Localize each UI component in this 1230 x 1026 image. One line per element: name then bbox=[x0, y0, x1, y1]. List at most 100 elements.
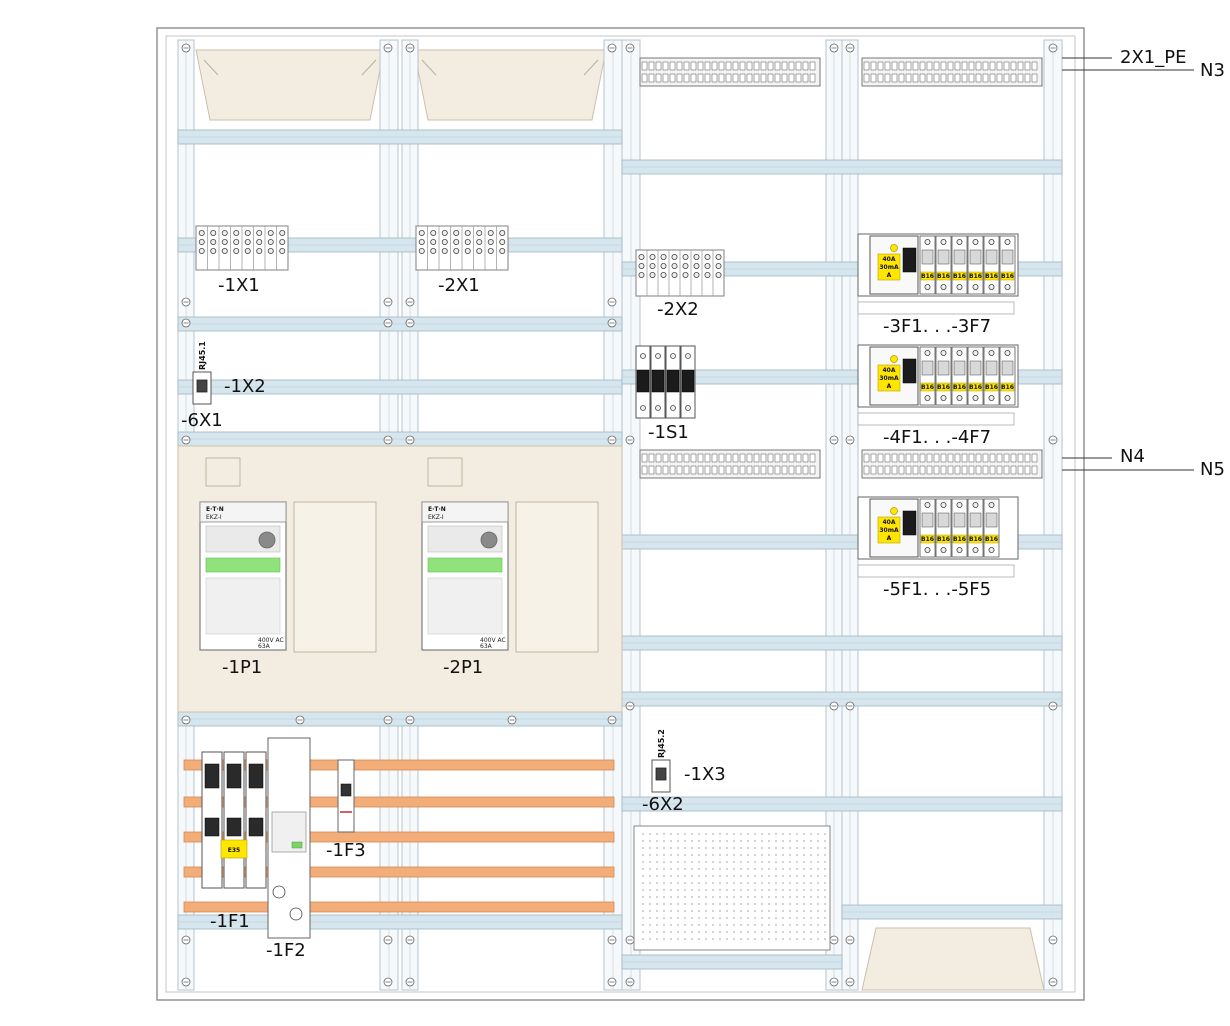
terminal-2x2-screw-a-6 bbox=[704, 253, 711, 260]
strip-mid-right-clamp-bot-24 bbox=[1031, 465, 1038, 475]
strip-mid-left-clamp-bot-16 bbox=[753, 465, 760, 475]
terminal-2x2 bbox=[635, 249, 725, 297]
strip-top-left-clamp-bot-6 bbox=[683, 73, 690, 83]
busbar-0 bbox=[183, 759, 615, 771]
screw-13 bbox=[383, 318, 393, 328]
screw-9 bbox=[383, 297, 393, 307]
rcd-row-4f-mcb-3-screw-top bbox=[972, 349, 979, 356]
terminal-2x1-screw-c-5 bbox=[476, 247, 483, 254]
strip-mid-right-clamp-bot-4 bbox=[891, 465, 898, 475]
rcd-row-5f-mcb-2-screw-top bbox=[956, 501, 963, 508]
strip-mid-left-clamp-top-7 bbox=[690, 453, 697, 463]
screw-38 bbox=[625, 935, 635, 945]
strip-top-left-clamp-top-19 bbox=[774, 61, 781, 71]
strip-top-right-clamp-bot-22 bbox=[1017, 73, 1024, 83]
strip-mid-left-clamp-bot-1 bbox=[648, 465, 655, 475]
screw-47 bbox=[829, 977, 839, 987]
strip-mid-right-clamp-top-22 bbox=[1017, 453, 1024, 463]
strip-mid-right-clamp-top-17 bbox=[982, 453, 989, 463]
rcd-row-3f-mcb-0-badge bbox=[920, 271, 935, 281]
strip-mid-left-clamp-top-2 bbox=[655, 453, 662, 463]
rcd-row-5f-mcb-4-screw-bot bbox=[988, 547, 995, 554]
terminal-1x1-screw-a-4 bbox=[244, 229, 251, 236]
strip-mid-right-clamp-top-10 bbox=[933, 453, 940, 463]
rcd-row-5f-mcb-4-rating: B16 bbox=[985, 536, 998, 543]
rcd-row-3f-mcb-2-badge bbox=[952, 271, 967, 281]
strip-mid-right-clamp-bot-8 bbox=[919, 465, 926, 475]
cover-top-1-corner-r bbox=[361, 59, 377, 76]
strip-top-left-clamp-top-2 bbox=[655, 61, 662, 71]
screw-23 bbox=[1048, 435, 1058, 445]
strip-top-right-clamp-bot-6 bbox=[905, 73, 912, 83]
strip-mid-right-clamp-top-18 bbox=[989, 453, 996, 463]
screw-43 bbox=[383, 977, 393, 987]
strip-top-right-clamp-top-1 bbox=[870, 61, 877, 71]
terminal-1x1-screw-c-6 bbox=[267, 247, 274, 254]
rcd-row-3f-rcd-sens: 30mA bbox=[879, 264, 899, 271]
rcd-row-5f-mcb-2-handle bbox=[953, 512, 966, 528]
meter-2p1-header bbox=[421, 501, 509, 523]
busbar-3 bbox=[183, 866, 615, 878]
strip-top-right-clamp-bot-14 bbox=[961, 73, 968, 83]
meter-1p1-brand: E·T·N bbox=[206, 506, 224, 513]
strip-top-right-clamp-bot-16 bbox=[975, 73, 982, 83]
strip-top-right-clamp-bot-2 bbox=[877, 73, 884, 83]
strip-top-left-clamp-bot-4 bbox=[669, 73, 676, 83]
strip-top-right-clamp-top-7 bbox=[912, 61, 919, 71]
rcd-row-4f-mcb-5-screw-top bbox=[1004, 349, 1011, 356]
strip-mid-left-clamp-bot-22 bbox=[795, 465, 802, 475]
terminal-2x1-screw-a-7 bbox=[499, 229, 506, 236]
fuse-pole-2-mid bbox=[248, 817, 264, 837]
switch-pole-3-screw-top bbox=[685, 353, 691, 359]
strip-mid-left-clamp-top-5 bbox=[676, 453, 683, 463]
fuse-pole-1-mid bbox=[226, 817, 242, 837]
strip-mid-left-clamp-bot-14 bbox=[739, 465, 746, 475]
rcd-row-4f-mcb-4-badge bbox=[984, 382, 999, 392]
strip-top-right-clamp-bot-1 bbox=[870, 73, 877, 83]
terminal-2x2-screw-a-4 bbox=[682, 253, 689, 260]
meter-2p1-blank-panel bbox=[515, 501, 599, 653]
strip-top-right-clamp-top-4 bbox=[891, 61, 898, 71]
strip-top-right-clamp-bot-23 bbox=[1024, 73, 1031, 83]
label-2p1: -2P1 bbox=[443, 657, 484, 678]
strip-mid-left-clamp-top-4 bbox=[669, 453, 676, 463]
strip-top-right-clamp-top-16 bbox=[975, 61, 982, 71]
terminal-2x2-screw-c-5 bbox=[693, 271, 700, 278]
strip-top-left-clamp-bot-18 bbox=[767, 73, 774, 83]
screw-7 bbox=[1048, 43, 1058, 53]
screw-0 bbox=[181, 43, 191, 53]
meter-1p1-knob bbox=[258, 531, 276, 549]
strip-top-right-clamp-bot-8 bbox=[919, 73, 926, 83]
meter-1p1-green-band bbox=[205, 557, 281, 573]
strip-mid-right-clamp-bot-0 bbox=[863, 465, 870, 475]
rcd-row-3f-mcb-3-rating: B16 bbox=[969, 273, 982, 280]
strip-mid-left-clamp-bot-9 bbox=[704, 465, 711, 475]
label-1f3: -1F3 bbox=[326, 840, 366, 861]
rail-0 bbox=[177, 129, 623, 145]
terminal-1x1-screw-c-1 bbox=[210, 247, 217, 254]
rcd-row-3f-label-strip bbox=[857, 301, 1015, 315]
screw-32 bbox=[507, 715, 517, 725]
label-2x2: -2X2 bbox=[657, 299, 699, 320]
screw-6 bbox=[845, 43, 855, 53]
screw-26 bbox=[845, 701, 855, 711]
strip-top-left-clamp-bot-12 bbox=[725, 73, 732, 83]
terminal-2x1-screw-c-7 bbox=[499, 247, 506, 254]
label-3f-range: -3F1. . .-3F7 bbox=[883, 316, 992, 337]
label-1x1: -1X1 bbox=[218, 275, 260, 296]
terminal-2x1-screw-c-4 bbox=[464, 247, 471, 254]
rcd-row-5f-mcb-0-rating: B16 bbox=[921, 536, 934, 543]
terminal-2x2-screw-b-0 bbox=[638, 262, 645, 269]
rcd-row-4f-mcb-5-badge bbox=[1000, 382, 1015, 392]
meter-2p1-spec2: 63A bbox=[480, 643, 493, 650]
strip-mid-left-clamp-bot-24 bbox=[809, 465, 816, 475]
strip-mid-left-clamp-bot-18 bbox=[767, 465, 774, 475]
screw-25 bbox=[829, 701, 839, 711]
terminal-1x1-screw-c-0 bbox=[198, 247, 205, 254]
terminal-2x1-screw-b-2 bbox=[441, 238, 448, 245]
terminal-1x1-screw-c-2 bbox=[221, 247, 228, 254]
strip-mid-right-clamp-top-21 bbox=[1010, 453, 1017, 463]
strip-top-right-clamp-top-24 bbox=[1031, 61, 1038, 71]
strip-mid-left-clamp-top-22 bbox=[795, 453, 802, 463]
